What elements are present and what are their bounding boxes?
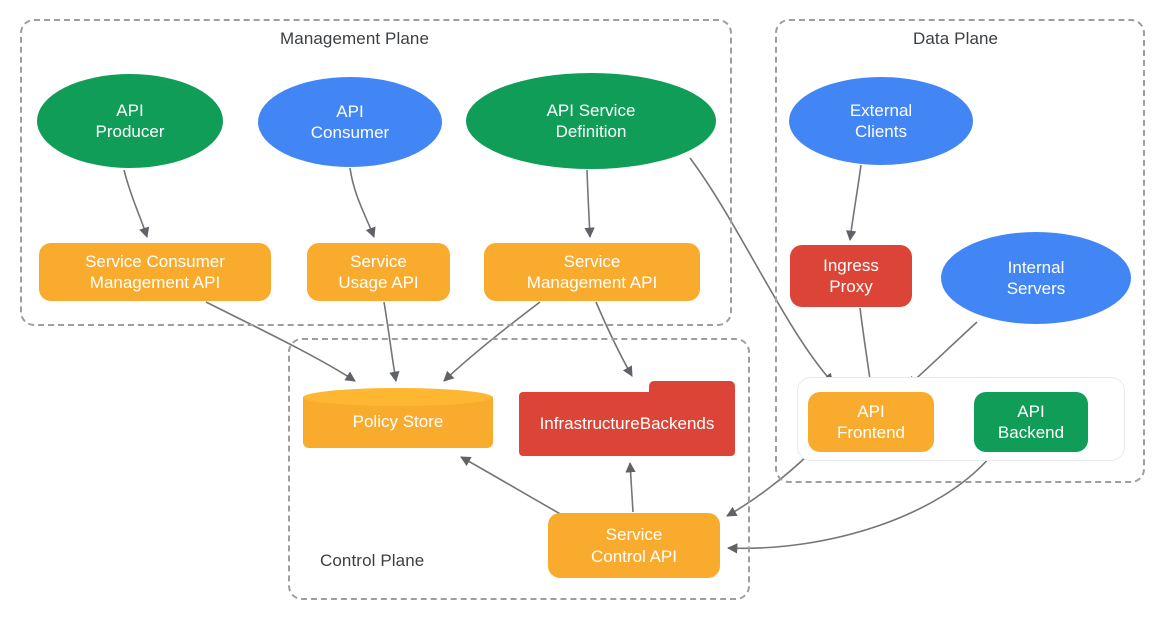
node-label-line: Servers: [1006, 279, 1066, 298]
node-label: InfrastructureBackends: [519, 392, 735, 456]
node-label-line: Service Consumer: [85, 251, 225, 271]
node-label-line: External: [849, 100, 913, 120]
node-label: API Producer: [96, 100, 165, 143]
node-label: Policy Store: [352, 412, 444, 431]
node-label-line: API: [1017, 401, 1045, 421]
plane-control: [288, 338, 750, 600]
node-label-line: Internal: [1007, 257, 1065, 277]
folder-tab: [648, 381, 735, 395]
node-label-line: Service: [563, 251, 621, 271]
node-label-line: Infrastructure: [539, 414, 640, 433]
node-infrastructure-backends[interactable]: InfrastructureBackends: [519, 381, 735, 456]
node-label-line: API: [336, 101, 364, 121]
plane-management: [20, 19, 732, 326]
node-api-backend[interactable]: API Backend: [974, 392, 1088, 452]
node-label-line: Control API: [591, 546, 677, 566]
plane-label-data: Data Plane: [913, 29, 999, 48]
node-label-line: Consumer: [310, 123, 390, 142]
node-policy-store[interactable]: Policy Store: [303, 388, 493, 448]
node-label: API Consumer: [311, 101, 389, 144]
node-label: API Backend: [998, 401, 1064, 444]
node-label-line: API Service: [546, 100, 636, 120]
node-label-line: API: [116, 100, 144, 120]
plane-label-control: Control Plane: [320, 551, 425, 570]
node-api-frontend[interactable]: API Frontend: [808, 392, 934, 452]
node-label-line: Producer: [95, 122, 165, 141]
plane-data: [775, 19, 1145, 483]
node-label-line: Proxy: [829, 277, 873, 296]
node-label-line: API: [857, 401, 885, 421]
cylinder-top-ellipse: [303, 388, 493, 407]
node-label-line: Management API: [89, 273, 221, 292]
node-label: API Frontend: [837, 401, 905, 444]
node-label-line: Service: [350, 251, 407, 271]
node-label-line: Ingress: [823, 255, 879, 275]
node-label-line: Backend: [997, 423, 1065, 442]
node-label-line: Frontend: [836, 423, 906, 442]
node-label-line: Service: [605, 525, 663, 545]
node-label-line: Backends: [639, 414, 715, 433]
plane-label-management: Management Plane: [280, 29, 430, 48]
node-label-line: Management API: [526, 273, 658, 292]
node-api-producer[interactable]: API Producer: [37, 74, 223, 168]
folder-body: [519, 392, 735, 456]
node-label-line: Definition: [555, 122, 627, 141]
node-api-consumer[interactable]: API Consumer: [258, 77, 442, 167]
node-label-line: Usage API: [338, 273, 419, 292]
node-label-line: Clients: [855, 122, 907, 141]
